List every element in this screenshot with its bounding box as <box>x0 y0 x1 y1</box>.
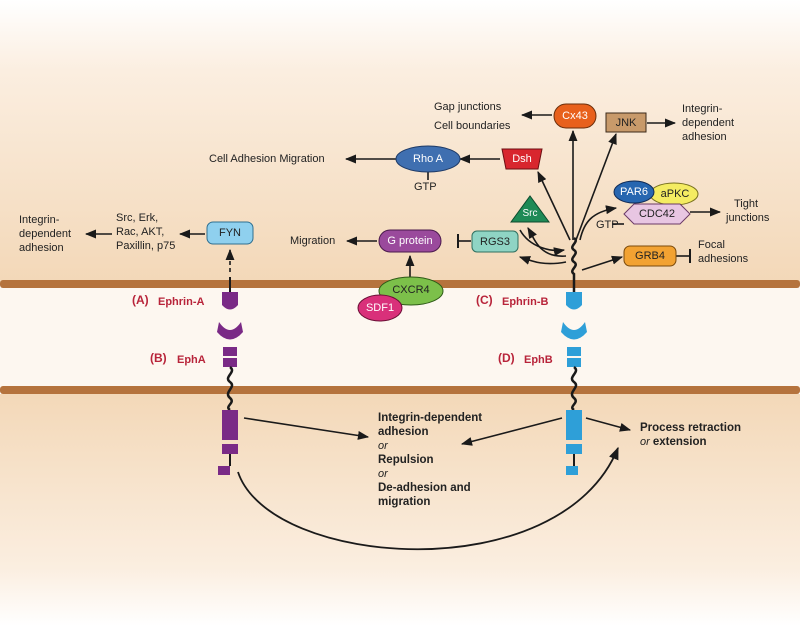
integrin-left-text-3: adhesion <box>19 242 64 254</box>
outcome-right-line-1: Process retraction <box>640 422 741 434</box>
tight-junctions-text-2: junctions <box>726 212 770 224</box>
outcome-right-or: or <box>640 436 650 448</box>
cell-adhesion-migration-text: Cell Adhesion Migration <box>209 153 325 165</box>
outcome-left-or-1: or <box>378 440 388 452</box>
rgs3-label: RGS3 <box>480 235 510 248</box>
apkc-label: aPKC <box>660 188 690 200</box>
cx43-label: Cx43 <box>562 110 588 122</box>
migration-text: Migration <box>290 235 336 247</box>
cx43-node <box>553 103 597 129</box>
src-node <box>510 195 550 223</box>
panel-b-name: EphA <box>177 354 206 366</box>
panel-a-name: Ephrin-A <box>158 296 205 308</box>
src-to-ephrin-b-arrow <box>519 229 566 257</box>
integrin-right-text-2: dependent <box>682 117 734 129</box>
rgs3-node <box>471 230 519 253</box>
cdc42-label: CDC42 <box>638 208 676 220</box>
panel-d-name: EphB <box>524 354 553 366</box>
cdc42-node <box>623 203 691 225</box>
ephrin-b-to-grb4-arrow <box>581 255 624 271</box>
dsh-label: Dsh <box>512 153 532 165</box>
rhoa-label: Rho A <box>413 153 443 165</box>
ephb-to-outcome-left-arrow <box>460 417 563 446</box>
src-label: Src <box>522 207 538 219</box>
panel-b-letter: (B) <box>150 351 167 365</box>
cxcr4-label: CXCR4 <box>392 284 430 296</box>
outcome-left-line-2: adhesion <box>378 426 429 438</box>
ephrin-a-receptor <box>222 277 238 310</box>
integrin-left-text-1: Integrin- <box>19 214 60 226</box>
tight-junctions-text-1: Tight <box>734 198 759 210</box>
gprotein-node <box>378 229 442 253</box>
outcome-left-or-2: or <box>378 468 388 480</box>
par6-label: PAR6 <box>620 186 648 198</box>
ephrin-b-to-par6-arrow <box>579 205 618 241</box>
outcome-left-line-5: migration <box>378 496 431 508</box>
ephrin-b-to-rgs3-arrow <box>518 256 567 265</box>
outcome-left-line-4: De-adhesion and <box>378 482 471 494</box>
outcome-left-line-1: Integrin-dependent <box>378 412 483 424</box>
fyn-label: FYN <box>219 227 241 239</box>
ephrin-b-to-jnk-arrow <box>575 132 617 241</box>
panel-d-letter: (D) <box>498 351 515 365</box>
jnk-node <box>605 112 647 133</box>
ephb-to-process-arrow <box>585 417 632 432</box>
panel-c-name: Ephrin-B <box>502 296 549 308</box>
integrin-right-text-1: Integrin- <box>682 103 723 115</box>
ephrin-b-to-dsh-arrow <box>537 170 571 241</box>
ephb-receptor <box>561 322 587 475</box>
focal-adhesions-text-1: Focal <box>698 239 725 251</box>
ephrin-b-receptor <box>566 236 582 310</box>
rhoa-gtp-text: GTP <box>414 181 437 193</box>
panel-c-letter: (C) <box>476 293 493 307</box>
sdf1-node <box>357 294 403 322</box>
focal-adhesions-text-2: adhesions <box>698 253 749 265</box>
gap-junctions-text: Gap junctions <box>434 101 502 113</box>
sdf1-label: SDF1 <box>365 302 395 314</box>
integrin-right-text-3: adhesion <box>682 131 727 143</box>
lower-membrane <box>0 386 800 394</box>
par6-node <box>613 180 655 204</box>
outcome-right-line-2: or extension <box>640 436 707 449</box>
grb4-label: GRB4 <box>635 250 665 262</box>
grb4-node <box>623 245 677 267</box>
kinase-list-text-2: Rac, AKT, <box>116 226 165 238</box>
epha-receptor <box>217 322 243 475</box>
outcome-right-extension: extension <box>652 436 707 448</box>
fyn-node <box>206 221 254 245</box>
epha-ephb-crosstalk-arrow <box>237 446 619 551</box>
gprotein-label: G protein <box>387 235 433 247</box>
dsh-node <box>501 148 543 170</box>
integrin-left-text-2: dependent <box>19 228 71 240</box>
panel-a-letter: (A) <box>132 293 149 307</box>
outcome-left-line-3: Repulsion <box>378 454 434 466</box>
kinase-list-text-3: Paxillin, p75 <box>116 240 176 252</box>
cdc42-gtp-text: GTP <box>596 219 619 231</box>
rhoa-node <box>395 145 461 173</box>
cell-boundaries-text: Cell boundaries <box>434 120 511 132</box>
kinase-list-text-1: Src, Erk, <box>116 212 159 224</box>
epha-to-outcome-arrow <box>243 417 370 440</box>
lower-cell-cytoplasm <box>0 394 800 626</box>
jnk-label: JNK <box>615 116 637 129</box>
